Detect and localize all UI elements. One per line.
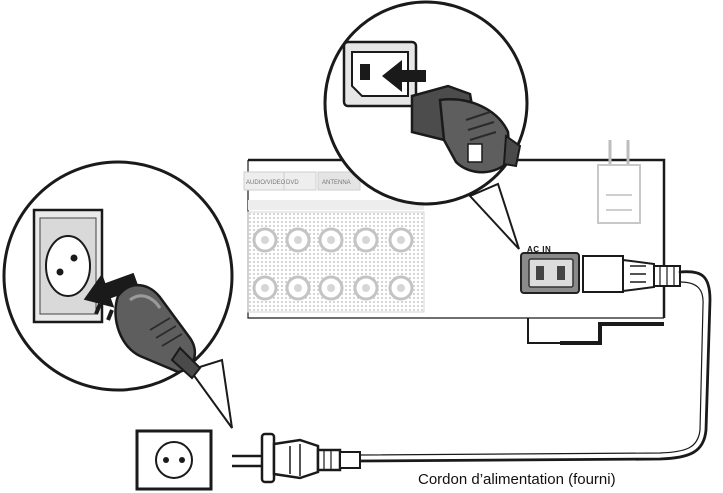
iec-plug-connected [582, 255, 681, 293]
terminal [388, 275, 414, 301]
inlet-magnifier [323, 0, 529, 250]
terminal [353, 275, 379, 301]
iec-connector-detail [410, 84, 522, 174]
terminal [285, 275, 311, 301]
power-cord [358, 270, 712, 463]
terminal [318, 275, 344, 301]
terminal [252, 275, 278, 301]
terminal-label-dvd: DVD [286, 180, 299, 186]
terminal-label-audio-video: AUDIO/VIDEO [246, 180, 286, 186]
ac-in-label: AC IN [527, 245, 552, 254]
insert-arrow [382, 60, 426, 92]
power-cord-caption: Cordon d’alimentation (fourni) [418, 471, 616, 488]
terminal [388, 227, 414, 253]
wall-bracket [597, 140, 641, 224]
terminal [318, 227, 344, 253]
wall-outlet [135, 429, 213, 491]
terminal [252, 227, 278, 253]
outlet-magnifier [2, 160, 234, 429]
insert-arrow [83, 272, 140, 308]
receiver-base [527, 318, 664, 345]
terminal [353, 227, 379, 253]
terminal [285, 227, 311, 253]
ac-inlet [520, 252, 580, 294]
terminal-label-antenna: ANTENNA [322, 180, 351, 186]
mains-plug [232, 432, 361, 484]
speaker-terminal-grid [252, 227, 414, 301]
mains-plug-detail [94, 284, 202, 380]
socket-plate [32, 208, 104, 324]
